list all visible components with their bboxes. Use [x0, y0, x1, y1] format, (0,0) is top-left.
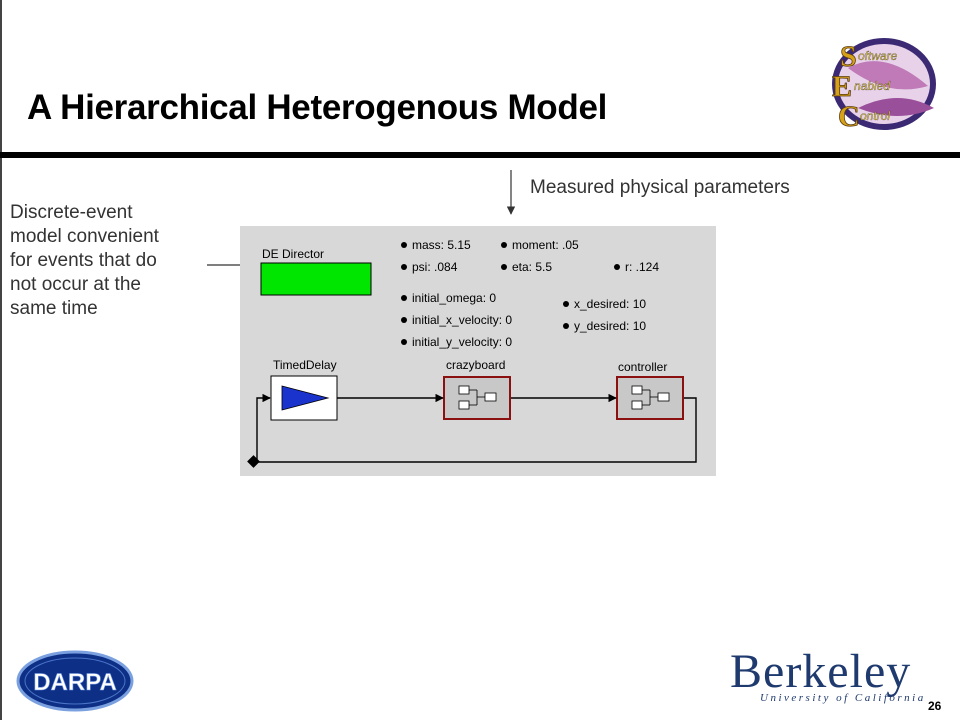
darpa-logo-text: DARPA	[33, 669, 117, 696]
parameter-bullet	[401, 317, 407, 323]
parameter-bullet	[401, 295, 407, 301]
timed-delay-label: TimedDelay	[273, 358, 337, 372]
controller-actor[interactable]	[616, 376, 684, 420]
sec-logo-word-3: ontrol	[860, 109, 890, 123]
director-label: DE Director	[262, 247, 324, 261]
page-number: 26	[928, 699, 942, 713]
param-initial-y-velocity: initial_y_velocity: 0	[412, 335, 512, 349]
model-diagram: DE Director mass: 5.15 moment: .05 psi: …	[240, 226, 716, 476]
parameter-bullet	[501, 264, 507, 270]
discrete-event-note-line: model convenient	[10, 226, 159, 247]
composite-icon	[458, 385, 497, 410]
parameter-bullet	[614, 264, 620, 270]
berkeley-logo: Berkeley University of California	[730, 645, 926, 710]
discrete-event-note-line: for events that do	[10, 250, 157, 271]
composite-icon	[631, 385, 670, 410]
title-underline	[0, 152, 960, 158]
delay-triangle-icon	[281, 385, 330, 411]
parameter-bullet	[501, 242, 507, 248]
param-mass: mass: 5.15	[412, 238, 471, 252]
discrete-event-note: Discrete-event model convenient for even…	[10, 201, 210, 321]
measured-parameters-note: Measured physical parameters	[530, 177, 790, 198]
sec-logo-word-1: oftware	[858, 49, 898, 63]
parameter-bullet	[401, 242, 407, 248]
de-director-block	[260, 262, 372, 296]
crazyboard-label: crazyboard	[446, 358, 505, 372]
param-initial-x-velocity: initial_x_velocity: 0	[412, 313, 512, 327]
darpa-logo: DARPA	[16, 650, 134, 712]
param-y-desired: y_desired: 10	[574, 319, 646, 333]
crazyboard-actor[interactable]	[443, 376, 511, 420]
param-moment: moment: .05	[512, 238, 579, 252]
slide-left-border	[0, 0, 2, 720]
controller-label: controller	[618, 360, 667, 374]
model-connections	[254, 393, 697, 463]
parameter-bullet	[563, 301, 569, 307]
discrete-event-note-line: same time	[10, 298, 98, 319]
svg-text:C: C	[838, 100, 860, 133]
param-r: r: .124	[625, 260, 659, 274]
parameter-bullet	[563, 323, 569, 329]
parameter-list: mass: 5.15 moment: .05 psi: .084 eta: 5.…	[401, 238, 659, 349]
discrete-event-note-line: Discrete-event	[10, 202, 133, 223]
relation-diamond	[247, 455, 260, 468]
discrete-event-note-line: not occur at the	[10, 274, 141, 295]
berkeley-wordmark: Berkeley	[730, 645, 912, 698]
sec-logo: S E C oftware nabled ontrol	[818, 28, 946, 138]
svg-text:E: E	[832, 70, 852, 103]
param-eta: eta: 5.5	[512, 260, 552, 274]
param-x-desired: x_desired: 10	[574, 297, 646, 311]
parameter-bullet	[401, 339, 407, 345]
berkeley-subtitle: University of California	[760, 692, 926, 704]
timed-delay-actor[interactable]	[270, 375, 338, 421]
sec-logo-word-2: nabled	[854, 79, 890, 93]
param-psi: psi: .084	[412, 260, 458, 274]
parameter-bullet	[401, 264, 407, 270]
slide-title: A Hierarchical Heterogenous Model	[27, 88, 608, 127]
param-initial-omega: initial_omega: 0	[412, 291, 496, 305]
svg-text:S: S	[840, 40, 857, 73]
